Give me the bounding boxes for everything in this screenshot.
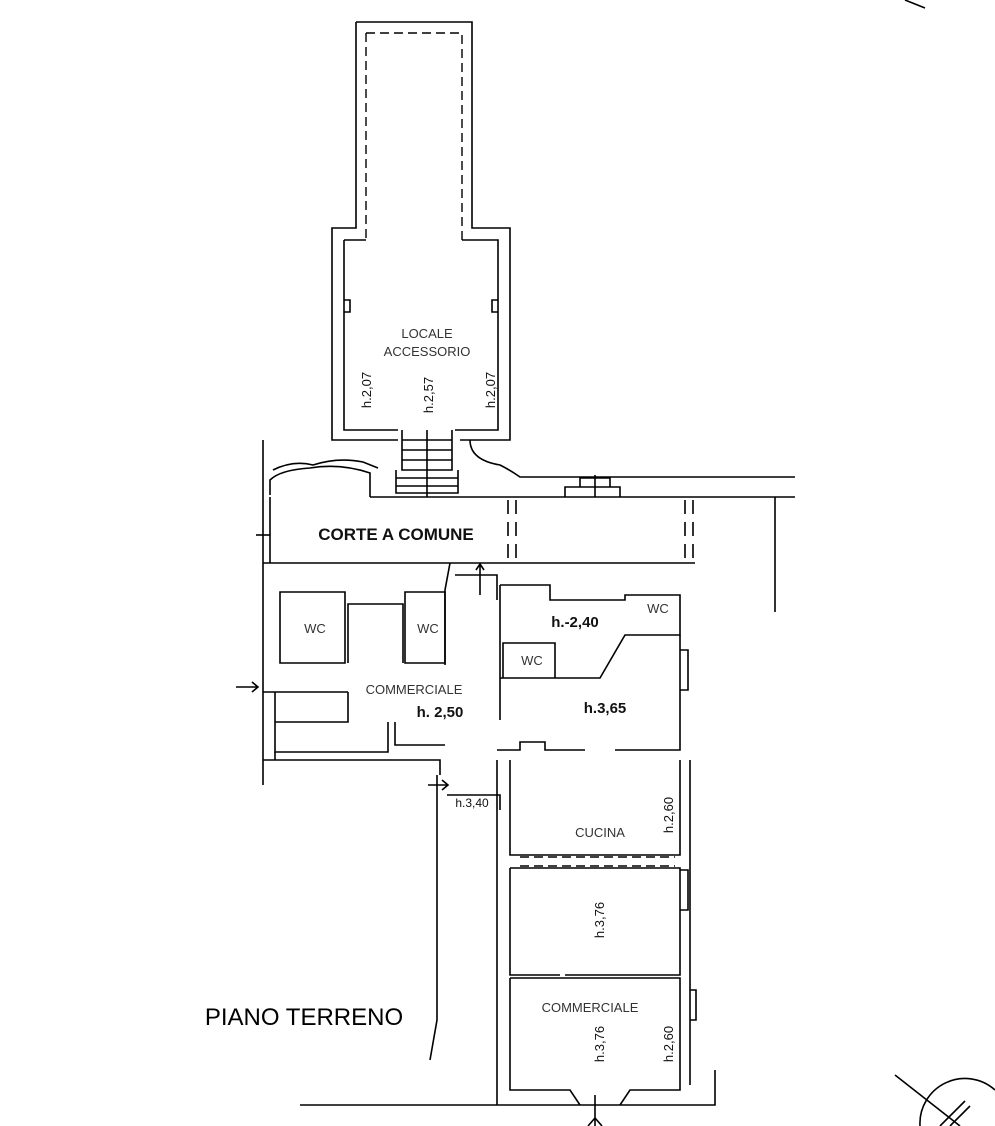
height-cucina: h.2,60 — [661, 797, 676, 833]
north-arrow-compass — [894, 0, 995, 1126]
staircase — [395, 430, 459, 497]
label-accessorio: ACCESSORIO — [384, 344, 471, 359]
accessory-building — [331, 21, 511, 441]
label-corte-a-comune: CORTE A COMUNE — [318, 525, 474, 544]
height-bottom-center: h.3,76 — [592, 1026, 607, 1062]
label-cucina: CUCINA — [575, 825, 625, 840]
lower-block — [300, 760, 716, 1126]
height-middle-room: h.3,76 — [592, 902, 607, 938]
height-passage: h.3,40 — [455, 796, 489, 810]
height-acc-right: h.2,07 — [483, 372, 498, 408]
right-block — [497, 584, 689, 751]
courtyard — [256, 439, 795, 785]
height-acc-left: h.2,07 — [359, 372, 374, 408]
left-commercial — [236, 562, 498, 1061]
height-bottom-right: h.2,60 — [661, 1026, 676, 1062]
height-comm-main: h. 2,50 — [417, 704, 464, 721]
height-right-main: h.3,65 — [584, 700, 627, 717]
height-upper-right: h.-2,40 — [551, 614, 599, 631]
label-commerciale-1: COMMERCIALE — [366, 682, 463, 697]
label-wc-3: WC — [521, 653, 543, 668]
height-acc-center: h.2,57 — [421, 377, 436, 413]
plan-title: PIANO TERRENO — [205, 1004, 403, 1031]
label-locale: LOCALE — [401, 326, 453, 341]
label-wc-1: WC — [304, 621, 326, 636]
label-commerciale-2: COMMERCIALE — [542, 1000, 639, 1015]
label-wc-2: WC — [417, 621, 439, 636]
label-wc-4: WC — [647, 601, 669, 616]
